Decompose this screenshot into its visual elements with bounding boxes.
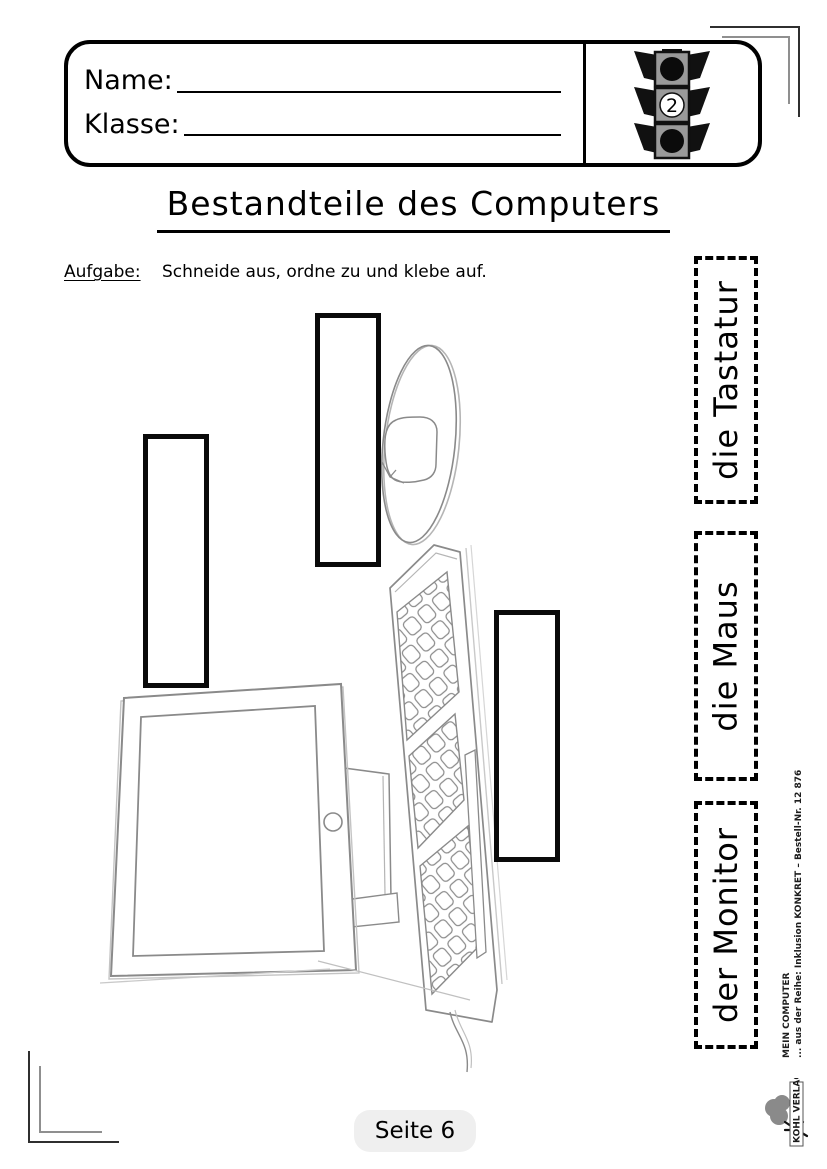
name-label: Name: — [84, 65, 173, 97]
cut-label-maus: die Maus — [694, 531, 758, 781]
mouse-sketch — [380, 344, 462, 546]
cut-label-monitor: der Monitor — [694, 801, 758, 1049]
corner-bracket-top-right-icon — [710, 26, 800, 117]
klasse-write-line — [183, 107, 561, 137]
name-class-fields: Name: Klasse: — [68, 44, 583, 163]
publisher-name: KOHL VERLAG — [793, 1078, 803, 1143]
difficulty-indicator: 2 — [583, 44, 758, 163]
margin-note-order-number: ... aus der Reihe: Inklusion KONKRET – B… — [794, 769, 805, 1058]
paste-box-monitor — [143, 434, 209, 688]
name-row: Name: — [84, 64, 571, 98]
title-row: Bestandteile des Computers — [0, 184, 827, 233]
margin-note-series: MEIN COMPUTER — [782, 972, 792, 1058]
klasse-label: Klasse: — [84, 108, 180, 140]
cut-label-tastatur: die Tastatur — [694, 256, 758, 504]
monitor-sketch — [99, 682, 471, 1001]
cut-label-text: die Tastatur — [707, 280, 746, 480]
cut-label-text: der Monitor — [707, 827, 745, 1023]
page-title: Bestandteile des Computers — [156, 184, 671, 233]
traffic-light-number: 2 — [666, 95, 678, 117]
task-text: Schneide aus, ordne zu und klebe auf. — [161, 262, 487, 282]
klasse-row: Klasse: — [84, 107, 571, 141]
page-number-badge: Seite 6 — [354, 1110, 476, 1152]
keyboard-sketch — [389, 544, 508, 1073]
margin-note: MEIN COMPUTER ... aus der Reihe: Inklusi… — [781, 762, 805, 1058]
paste-box-keyboard — [315, 313, 381, 567]
task-label: Aufgabe: — [64, 262, 141, 282]
task-instruction: Aufgabe: Schneide aus, ordne zu und kleb… — [64, 262, 487, 282]
name-write-line — [176, 64, 561, 93]
cut-label-text: die Maus — [707, 580, 746, 732]
name-class-header: Name: Klasse: 2 — [64, 40, 762, 167]
traffic-light-icon: 2 — [634, 48, 710, 159]
computer-illustration — [99, 344, 508, 1073]
publisher-logo: KOHL VERLAG — [765, 1078, 809, 1147]
corner-bracket-bottom-left-icon — [28, 1051, 119, 1143]
paste-box-mouse — [494, 610, 560, 862]
page-number-label: Seite 6 — [374, 1118, 456, 1144]
